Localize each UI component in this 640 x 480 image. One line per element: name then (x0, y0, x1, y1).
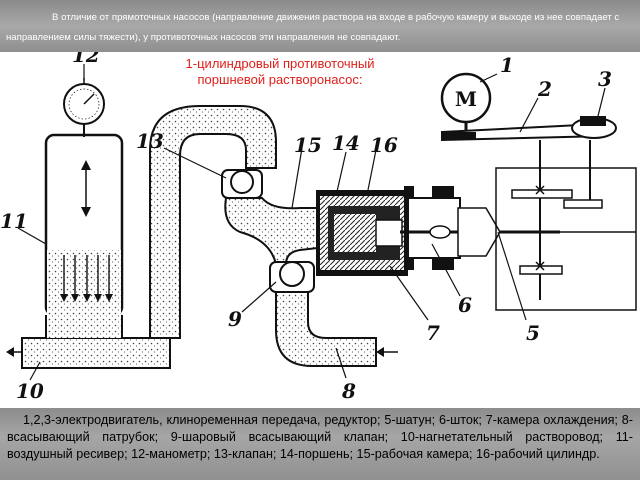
slide-title: 1-цилиндровый противоточный поршневой ра… (150, 56, 410, 88)
manometer (63, 78, 105, 137)
belt-drive (441, 116, 617, 142)
label-5: 5 (526, 321, 540, 345)
motor-letter: M (455, 87, 477, 111)
label-14: 14 (332, 131, 360, 155)
label-6: 6 (458, 293, 472, 317)
label-8: 8 (341, 379, 356, 403)
label-12: 12 (72, 52, 100, 67)
header-band (0, 0, 640, 52)
label-1: 1 (500, 53, 514, 77)
label-13: 13 (136, 129, 164, 153)
electric-motor: M (440, 72, 492, 134)
pump-diagram: M 1 2 3 5 (0, 52, 637, 403)
label-11: 11 (0, 209, 28, 233)
title-line-1: 1-цилиндровый противоточный (185, 56, 375, 71)
label-15: 15 (294, 133, 322, 157)
title-line-2: поршневой растворонасос: (197, 72, 363, 87)
working-chamber (224, 197, 319, 265)
label-3: 3 (598, 67, 612, 91)
pump-cylinder (316, 186, 560, 276)
intro-text: В отличие от прямоточных насосов (направ… (6, 12, 620, 43)
caption-band (0, 408, 640, 480)
delivery-arch (149, 105, 277, 339)
legend-caption: 1,2,3-электродвигатель, клиноременная пе… (7, 413, 633, 461)
delivery-valve (221, 169, 263, 199)
label-7: 7 (426, 321, 440, 345)
label-2: 2 (537, 77, 552, 101)
ball-suction-valve (269, 261, 315, 293)
air-receiver (44, 133, 124, 317)
label-10: 10 (16, 379, 44, 403)
reducer (495, 140, 637, 311)
suction-pipe (275, 291, 398, 367)
label-16: 16 (370, 133, 398, 157)
label-9: 9 (228, 307, 242, 331)
discharge-pipe (6, 314, 171, 369)
